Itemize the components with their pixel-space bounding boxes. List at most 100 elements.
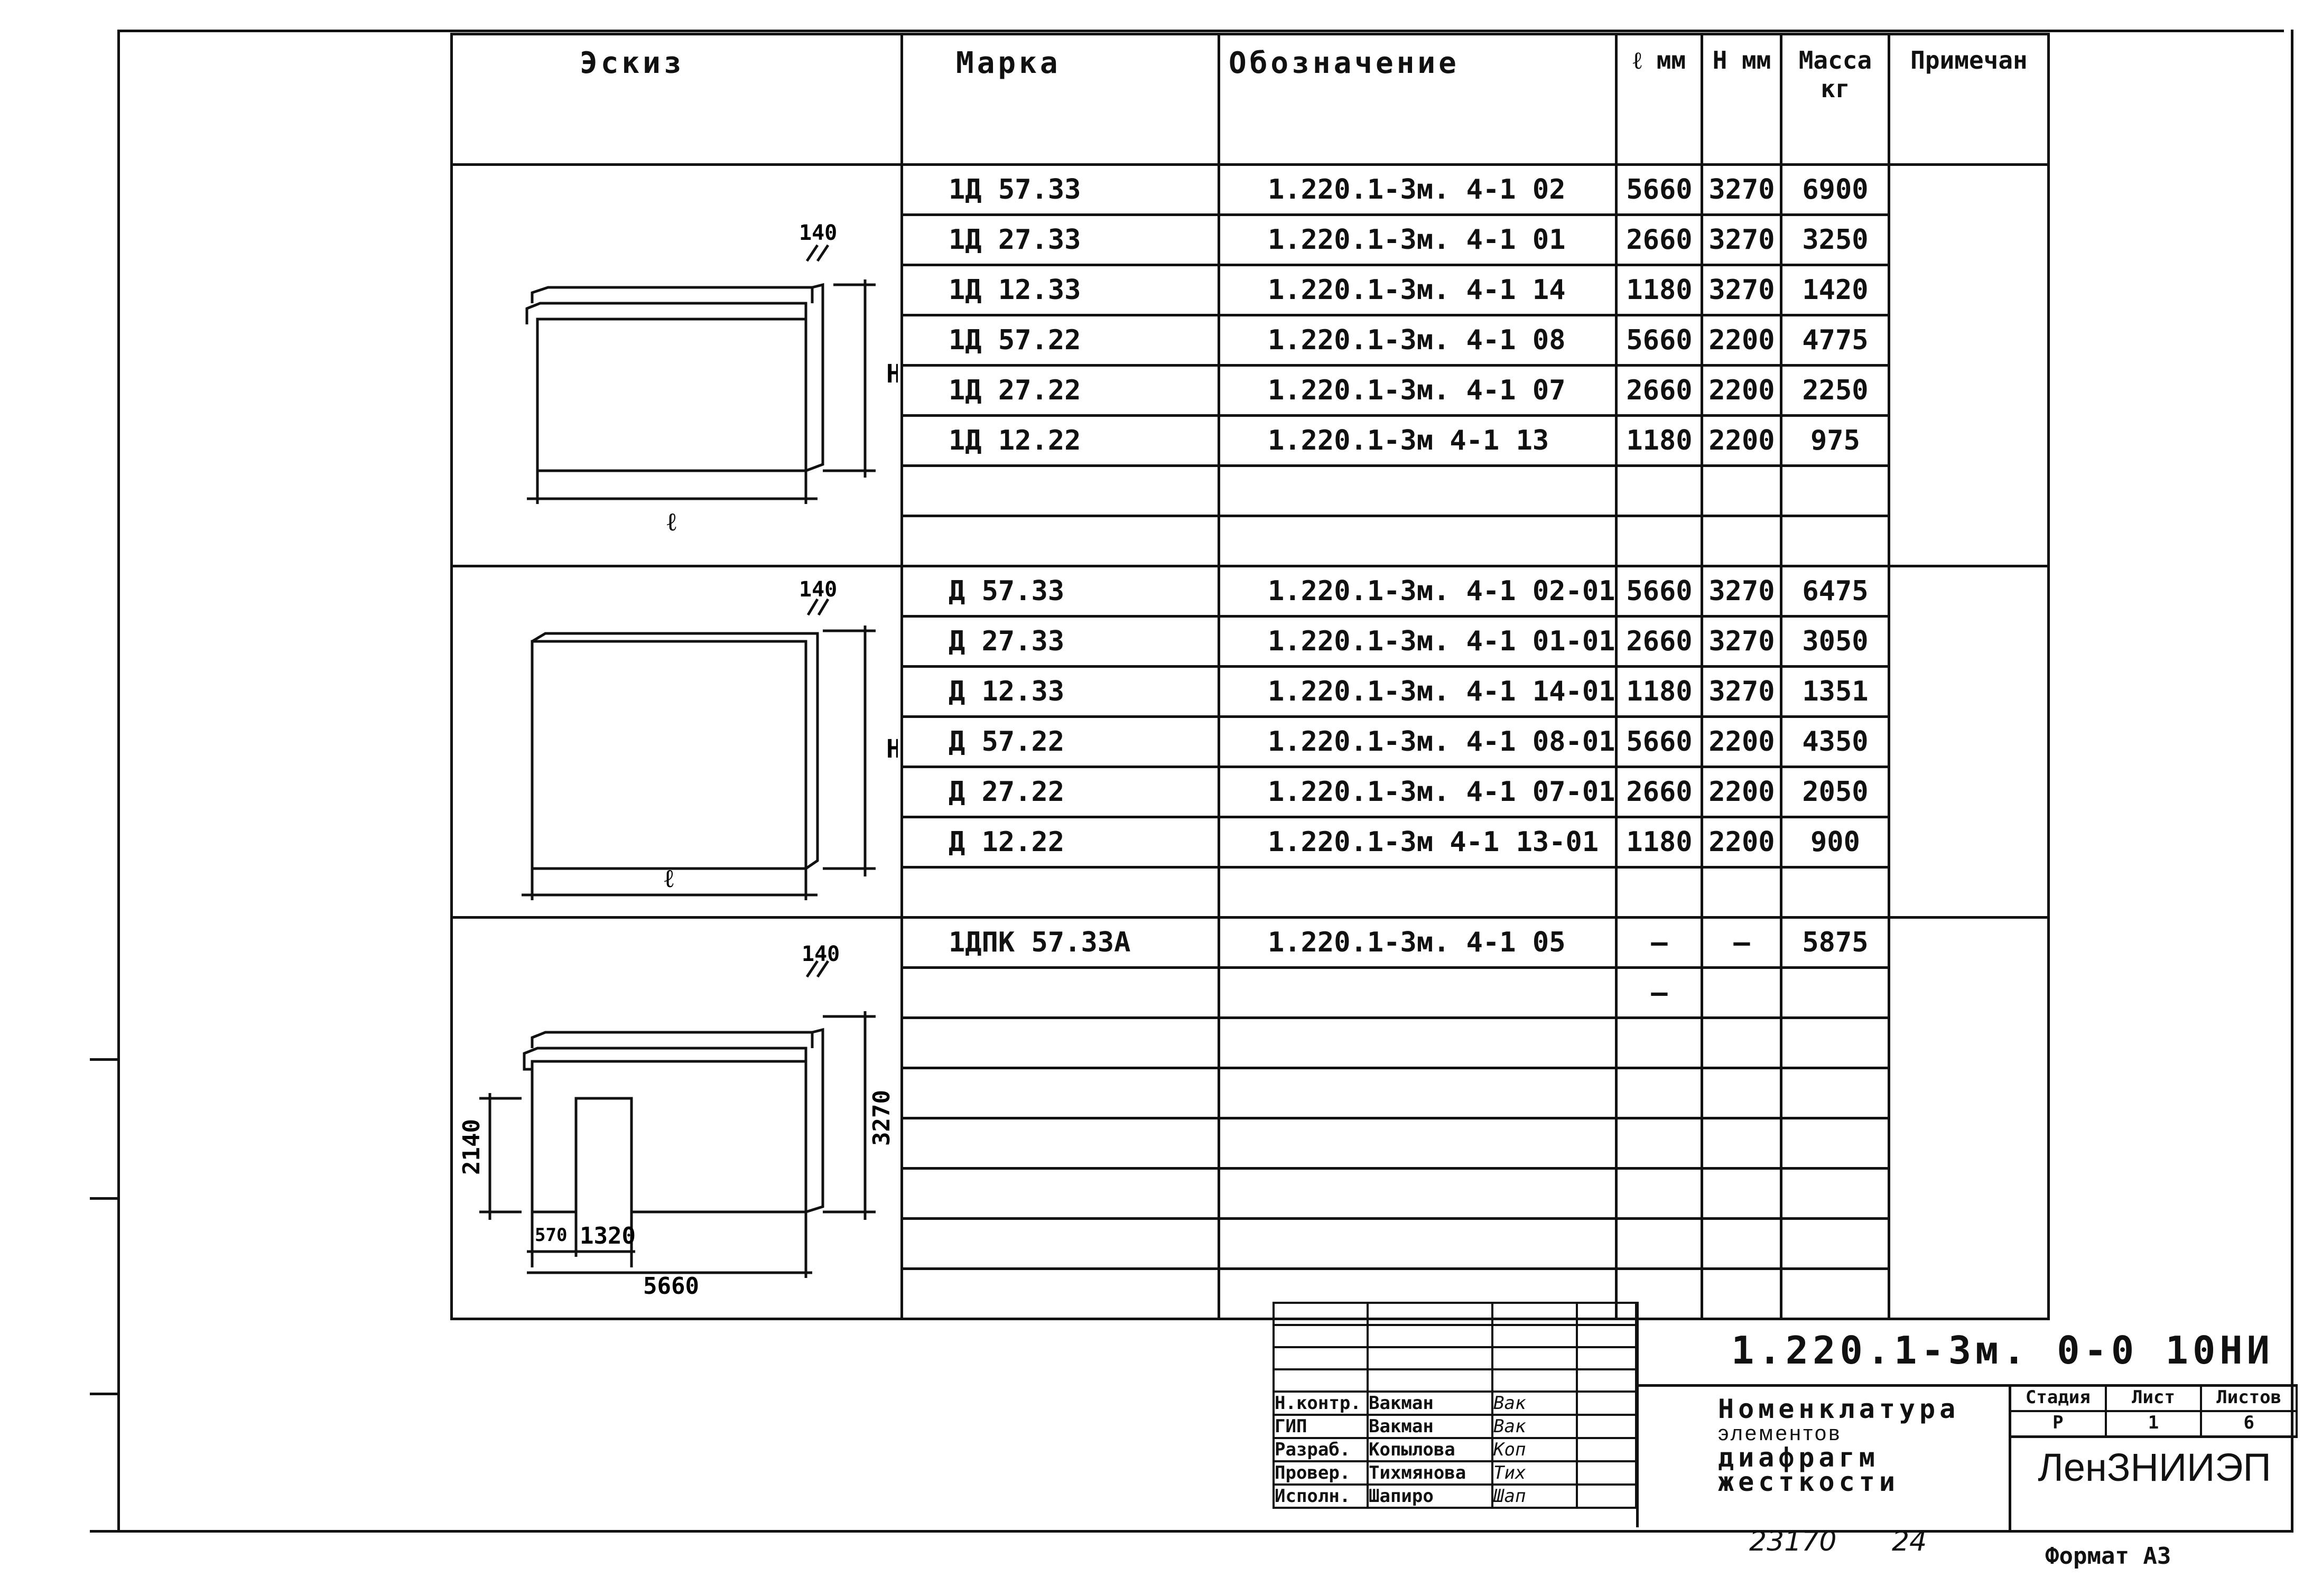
height-cell: 3270 bbox=[1701, 615, 1783, 668]
signature: Коп bbox=[1491, 1437, 1578, 1462]
table-row-empty bbox=[452, 866, 2049, 919]
length-cell: 1180 bbox=[1615, 414, 1704, 467]
frame-bottom bbox=[90, 1530, 2292, 1533]
table-row: 1Д 27.33 1.220.1-3м. 4-1 01 2660 3270 32… bbox=[452, 213, 2049, 266]
sheet-label: Лист bbox=[2107, 1387, 2203, 1410]
panel-sketch-with-door: 140 3270 2140 570 1320 5660 bbox=[458, 942, 895, 1299]
height-cell: 2200 bbox=[1701, 364, 1783, 417]
stage-values: Р 1 6 bbox=[2011, 1412, 2298, 1438]
table-row-empty bbox=[452, 1267, 2049, 1320]
oboz-cell bbox=[1217, 966, 1618, 1019]
marka-cell bbox=[900, 966, 1220, 1019]
table-row-empty bbox=[452, 1016, 2049, 1069]
mass-cell: 3050 bbox=[1780, 615, 1891, 668]
organization: ЛенЗНИИЭП bbox=[2038, 1445, 2271, 1489]
title-line: Номенклатура bbox=[1718, 1394, 1960, 1424]
oboz-cell: 1.220.1-3м. 4-1 02-01 bbox=[1217, 565, 1618, 618]
length-cell: 5660 bbox=[1615, 314, 1704, 367]
marka-cell: Д 12.22 bbox=[900, 816, 1220, 869]
title-line: жесткости bbox=[1718, 1467, 1899, 1497]
title-block-main: 1.220.1-3м. 0-0 10НИ Номенклатура элемен… bbox=[1636, 1302, 2298, 1530]
oboz-cell: 1.220.1-3м. 4-1 05 bbox=[1217, 916, 1618, 969]
height-cell: 3270 bbox=[1701, 665, 1783, 718]
table-row: 1Д 27.22 1.220.1-3м. 4-1 07 2660 2200 22… bbox=[452, 364, 2049, 417]
table-row: Д 27.33 1.220.1-3м. 4-1 01-01 2660 3270 … bbox=[452, 615, 2049, 668]
height-cell: 3270 bbox=[1701, 565, 1783, 618]
mass-cell: 4775 bbox=[1780, 314, 1891, 367]
header-sketch: Эскиз bbox=[450, 33, 903, 166]
header-length: ℓ мм bbox=[1615, 33, 1704, 166]
panel-sketch-plain: 140 H ℓ bbox=[522, 577, 898, 900]
table-row: — bbox=[452, 966, 2049, 1019]
stage-value: Р bbox=[2011, 1412, 2107, 1435]
page-number: 24 bbox=[1892, 1526, 1927, 1557]
marka-cell: 1Д 27.22 bbox=[900, 364, 1220, 417]
length-cell: — bbox=[1615, 916, 1704, 969]
height-cell: 2200 bbox=[1701, 314, 1783, 367]
length-cell: 2660 bbox=[1615, 364, 1704, 417]
role-label: Провер. bbox=[1273, 1460, 1369, 1486]
table-row: Д 12.33 1.220.1-3м. 4-1 14-01 1180 3270 … bbox=[452, 665, 2049, 718]
sketch1-h-label: H bbox=[886, 359, 898, 389]
margin-tick bbox=[90, 1393, 117, 1395]
mass-cell: 2250 bbox=[1780, 364, 1891, 417]
person-name: Вакман bbox=[1367, 1390, 1493, 1416]
height-cell bbox=[1701, 966, 1783, 1019]
inventory-number: 23170 bbox=[1749, 1526, 1837, 1557]
table-row: 140 3270 2140 570 1320 5660 1ДПК 57.33А … bbox=[450, 916, 2050, 1320]
sketch3-height: 3270 bbox=[868, 1090, 895, 1146]
sketch3-d2: 1320 bbox=[580, 1222, 636, 1249]
marka-cell: Д 12.33 bbox=[900, 665, 1220, 718]
sketch3-d1: 570 bbox=[535, 1225, 567, 1246]
oboz-cell: 1.220.1-3м. 4-1 08-01 bbox=[1217, 715, 1618, 768]
sheets-value: 6 bbox=[2202, 1412, 2298, 1435]
header-mass: Масса кг bbox=[1780, 33, 1891, 166]
mass-cell: 975 bbox=[1780, 414, 1891, 467]
length-cell: 2660 bbox=[1615, 766, 1704, 818]
mass-cell: 5875 bbox=[1780, 916, 1891, 969]
sketch-panel-3: 140 3270 2140 570 1320 5660 bbox=[450, 916, 903, 1320]
person-name: Тихмянова bbox=[1367, 1460, 1493, 1486]
signature: Тих bbox=[1491, 1460, 1578, 1486]
header-marka: Марка bbox=[900, 33, 1220, 166]
header-height: H мм bbox=[1701, 33, 1783, 166]
header-note: Примечан bbox=[1888, 33, 2050, 166]
sketch1-thickness: 140 bbox=[799, 221, 837, 245]
sketch3-door-height: 2140 bbox=[458, 1119, 485, 1175]
oboz-cell: 1.220.1-3м. 4-1 07 bbox=[1217, 364, 1618, 417]
height-cell: 3270 bbox=[1701, 264, 1783, 316]
table-row: 140 H ℓ 1Д 57.33 1.220.1-3м. 4-1 02 5660… bbox=[450, 163, 2050, 567]
oboz-cell: 1.220.1-3м 4-1 13-01 bbox=[1217, 816, 1618, 869]
length-cell: 5660 bbox=[1615, 565, 1704, 618]
margin-tick bbox=[90, 1058, 117, 1061]
sketch-panel-2: 140 H ℓ bbox=[450, 565, 903, 919]
height-cell: 2200 bbox=[1701, 816, 1783, 869]
title-line: элементов bbox=[1718, 1422, 1842, 1445]
sheet-format: Формат А3 bbox=[2045, 1543, 2171, 1570]
marka-cell: 1Д 57.22 bbox=[900, 314, 1220, 367]
frame-top bbox=[117, 30, 2284, 32]
sketch1-l-label: ℓ bbox=[667, 507, 676, 537]
height-cell: 2200 bbox=[1701, 414, 1783, 467]
marka-cell: 1ДПК 57.33А bbox=[900, 916, 1220, 969]
role-label: ГИП bbox=[1273, 1414, 1369, 1439]
stage-label: Стадия bbox=[2011, 1387, 2107, 1410]
table-row: Д 27.22 1.220.1-3м. 4-1 07-01 2660 2200 … bbox=[452, 766, 2049, 818]
marka-cell: 1Д 12.33 bbox=[900, 264, 1220, 316]
marka-cell: Д 27.22 bbox=[900, 766, 1220, 818]
length-cell: 1180 bbox=[1615, 665, 1704, 718]
oboz-cell: 1.220.1-3м. 4-1 02 bbox=[1217, 163, 1618, 216]
mass-cell: 4350 bbox=[1780, 715, 1891, 768]
sketch-panel-1: 140 H ℓ bbox=[450, 163, 903, 567]
margin-tick bbox=[90, 1197, 117, 1200]
marka-cell: Д 57.33 bbox=[900, 565, 1220, 618]
oboz-cell: 1.220.1-3м 4-1 13 bbox=[1217, 414, 1618, 467]
oboz-cell: 1.220.1-3м. 4-1 01-01 bbox=[1217, 615, 1618, 668]
frame-right bbox=[2291, 30, 2293, 1533]
person-name: Копылова bbox=[1367, 1437, 1493, 1462]
